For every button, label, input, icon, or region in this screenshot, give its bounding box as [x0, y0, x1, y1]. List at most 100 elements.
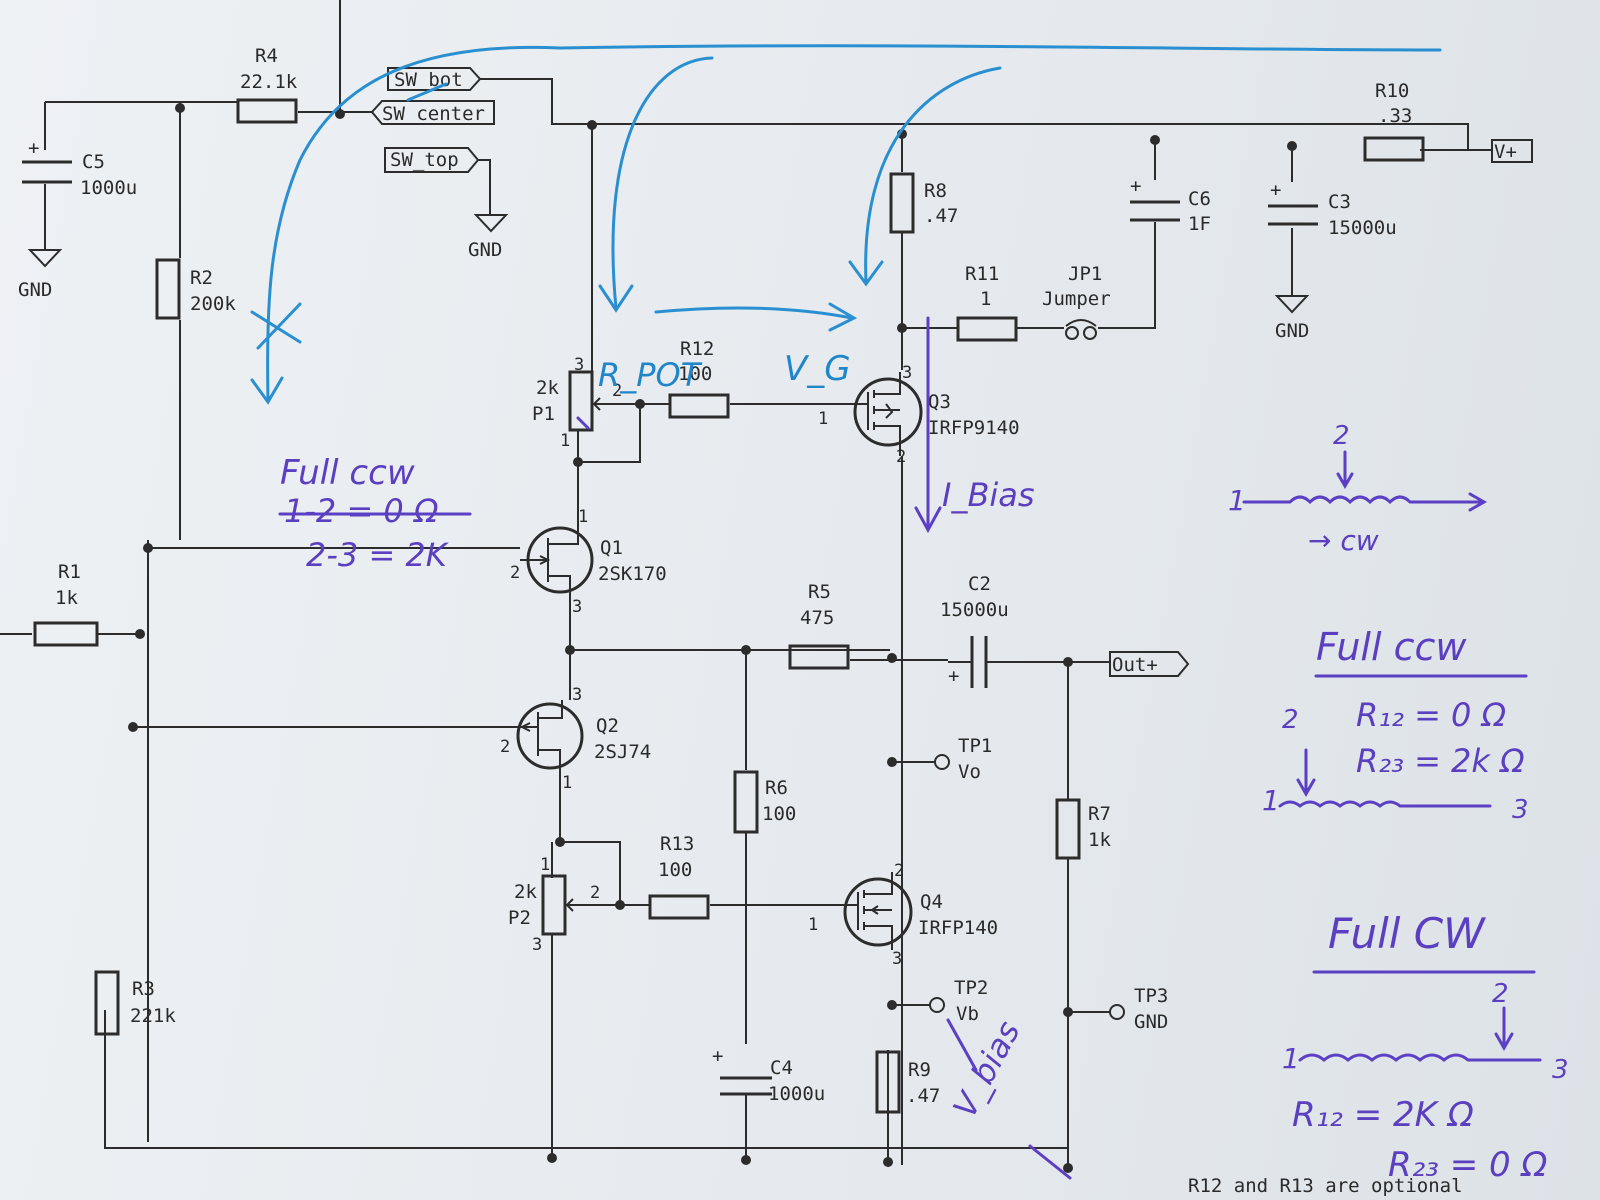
hw-eq1-left: 1-2 = 0 Ω: [284, 492, 439, 530]
svg-text:1: 1: [1228, 484, 1246, 517]
r1-ref: R1: [58, 561, 81, 583]
svg-text:2: 2: [510, 563, 520, 583]
svg-text:3: 3: [892, 949, 902, 969]
q3-part: IRFP9140: [928, 417, 1020, 439]
r4-value: 22.1k: [240, 71, 298, 93]
r11-ref: R11: [965, 263, 999, 285]
svg-text:3: 3: [1552, 1055, 1569, 1085]
r6-value: 100: [762, 803, 796, 825]
p1-ref: P1: [532, 403, 555, 425]
r9-value: .47: [906, 1085, 940, 1107]
svg-text:1: 1: [540, 855, 550, 875]
svg-text:3: 3: [574, 355, 584, 375]
r6-ref: R6: [765, 777, 788, 799]
c6-value: 1F: [1188, 213, 1211, 235]
svg-text:1: 1: [560, 431, 570, 451]
hw-full-cw: Full CW: [1328, 909, 1486, 958]
ground-symbols: GND GND GND: [18, 214, 1309, 342]
resistor-r1: R1 1k: [33, 561, 99, 647]
hw-r23-zero: R₂₃ = 0 Ω: [1388, 1145, 1547, 1185]
transistor-q1: 2 1 3 Q1 2SK170: [510, 507, 667, 617]
transistor-q2: 2 3 1 Q2 2SJ74: [500, 685, 651, 793]
resistor-r12: R12 100: [668, 338, 730, 419]
p1-value: 2k: [536, 377, 559, 399]
svg-text:3: 3: [532, 935, 542, 955]
resistor-r13: R13 100: [648, 833, 710, 920]
svg-text:3: 3: [1512, 795, 1529, 825]
hw-rpot: R_POT: [598, 356, 703, 394]
tp3-net: GND: [1134, 1011, 1168, 1033]
svg-text:+: +: [28, 137, 39, 159]
resistor-r11: R11 1: [956, 263, 1018, 342]
c5-value: 1000u: [80, 177, 137, 199]
r8-value: .47: [924, 205, 958, 227]
r10-ref: R10: [1375, 80, 1409, 102]
c2-ref: C2: [968, 573, 991, 595]
p2-value: 2k: [514, 881, 537, 903]
junction-dots: [128, 103, 1297, 1173]
q4-ref: Q4: [920, 891, 943, 913]
r9-ref: R9: [908, 1059, 931, 1081]
hw-r12-zero: R₁₂ = 0 Ω: [1356, 696, 1507, 734]
resistor-r10: R10 .33: [1363, 80, 1425, 162]
net-label-vplus: V+: [1491, 139, 1533, 163]
capacitor-c5: + C5 1000u: [22, 137, 137, 250]
resistor-r6: R6 100: [733, 770, 796, 834]
c3-value: 15000u: [1328, 217, 1397, 239]
r8-ref: R8: [924, 180, 947, 202]
tp1-net: Vo: [958, 761, 981, 783]
svg-text:+: +: [712, 1045, 723, 1067]
r10-value: .33: [1378, 105, 1412, 127]
svg-text:2: 2: [896, 447, 906, 467]
svg-text:V+: V+: [1494, 141, 1517, 163]
wires: [0, 0, 1492, 1170]
capacitor-c6: + C6 1F: [1130, 175, 1211, 235]
svg-text:SW_bot: SW_bot: [394, 69, 463, 91]
resistor-r5: R5 475: [788, 581, 850, 670]
pot-p1: 3 2 1 2k P1: [532, 355, 622, 451]
gnd-label-sw: GND: [468, 239, 502, 261]
jp1-ref: JP1: [1068, 263, 1102, 285]
q2-part: 2SJ74: [594, 741, 651, 763]
r7-value: 1k: [1088, 829, 1111, 851]
transistor-q3: 1 3 2 Q3 IRFP9140: [818, 363, 1020, 467]
r4-ref: R4: [255, 45, 278, 67]
r13-ref: R13: [660, 833, 694, 855]
c4-ref: C4: [770, 1057, 793, 1079]
r2-value: 200k: [190, 293, 236, 315]
r5-ref: R5: [808, 581, 831, 603]
hw-eq2-left: 2-3 = 2K: [306, 536, 450, 574]
svg-text:SW_center: SW_center: [382, 103, 485, 125]
svg-text:2: 2: [894, 861, 904, 881]
capacitor-c4: + C4 1000u: [712, 1045, 825, 1105]
c3-ref: C3: [1328, 191, 1351, 213]
c4-value: 1000u: [768, 1083, 825, 1105]
r3-value: 221k: [130, 1005, 176, 1027]
blue-ink-annotations: R_POT V_G: [250, 44, 1442, 405]
r13-value: 100: [658, 859, 692, 881]
capacitor-c3: + C3 15000u: [1268, 179, 1397, 239]
svg-text:1: 1: [1282, 1042, 1300, 1075]
r2-ref: R2: [190, 267, 213, 289]
svg-text:1: 1: [578, 507, 588, 527]
hw-vg: V_G: [784, 349, 851, 389]
hw-ibias: I_Bias: [942, 476, 1035, 514]
r12-ref: R12: [680, 338, 714, 360]
c2-value: 15000u: [940, 599, 1009, 621]
c6-ref: C6: [1188, 188, 1211, 210]
capacitor-c2: + C2 15000u: [940, 573, 1009, 688]
tp2-ref: TP2: [954, 977, 988, 999]
svg-text:+: +: [948, 665, 959, 687]
tp3-ref: TP3: [1134, 985, 1168, 1007]
resistor-r9: R9 .47: [875, 1050, 940, 1114]
tp2-net: Vb: [956, 1003, 979, 1025]
jp1-value: Jumper: [1042, 288, 1111, 310]
svg-text:1: 1: [818, 409, 828, 429]
testpoint-tp2: TP2 Vb: [929, 977, 988, 1025]
q2-ref: Q2: [596, 715, 619, 737]
c5-ref: C5: [82, 151, 105, 173]
jumper-jp1: JP1 Jumper: [1042, 263, 1111, 340]
testpoint-tp3: TP3 GND: [1109, 985, 1168, 1033]
